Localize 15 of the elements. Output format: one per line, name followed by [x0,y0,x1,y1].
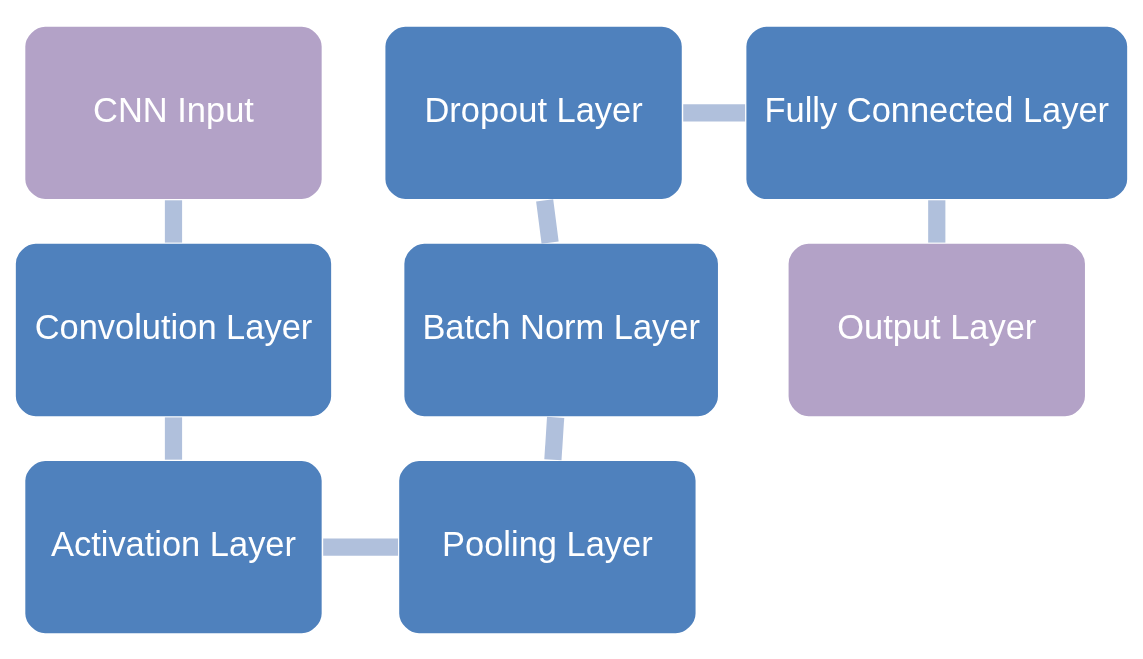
connector [683,103,746,121]
node-box: Activation Layer [23,458,324,635]
node-box: Fully Connected Layer [744,24,1129,201]
node-box: Pooling Layer [397,458,698,635]
node-box: Convolution Layer [14,241,333,418]
connector [164,416,183,460]
node-box: Output Layer [786,241,1087,418]
connector [323,538,399,556]
connector [544,416,565,460]
connector [928,199,946,243]
node-box: Batch Norm Layer [402,241,720,418]
connector [536,198,559,244]
node-box: CNN Input [23,24,324,201]
node-box: Dropout Layer [383,24,684,201]
connector [164,199,183,243]
